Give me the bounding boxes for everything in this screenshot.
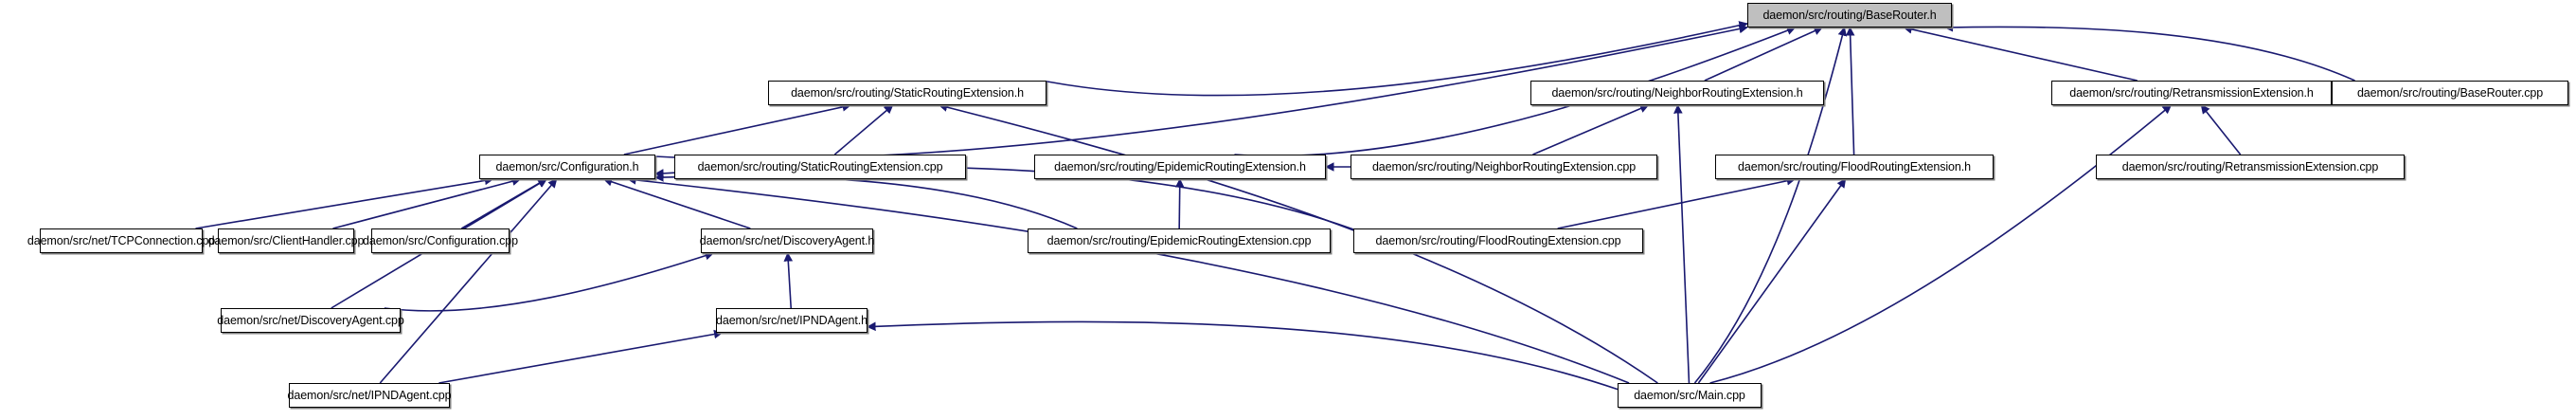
graph-edge-ipndagent-cpp-to-ipndagent-h [438,329,724,384]
graph-node-label: daemon/src/routing/RetransmissionExtensi… [2069,85,2314,100]
graph-node-label: daemon/src/routing/FloodRoutingExtension… [1738,159,1971,173]
graph-node-label: daemon/src/net/IPNDAgent.h [716,313,868,327]
graph-node-label: daemon/src/routing/FloodRoutingExtension… [1375,233,1621,247]
graph-edge-neighborrouting-cpp-to-neighborrouting-h [1532,103,1650,155]
graph-node-label: daemon/src/routing/StaticRoutingExtensio… [791,85,1024,100]
graph-node-label: daemon/src/net/TCPConnection.cpp [27,233,216,247]
graph-edge-configuration-h-to-staticrouting-h [623,102,852,155]
graph-node-label: daemon/src/routing/BaseRouter.h [1762,8,1937,22]
graph-node-label: daemon/src/net/DiscoveryAgent.h [699,233,875,247]
graph-node-label: daemon/src/Main.cpp [1634,388,1745,402]
graph-edge-tcpconnection-cpp-to-configuration-h [195,175,494,229]
graph-node-floodrouting-h[interactable]: daemon/src/routing/FloodRoutingExtension… [1715,155,1994,179]
graph-node-main-cpp[interactable]: daemon/src/Main.cpp [1618,383,1762,408]
graph-node-configuration-cpp[interactable]: daemon/src/Configuration.cpp [363,228,518,253]
graph-node-configuration-h[interactable]: daemon/src/Configuration.h [479,155,655,179]
graph-node-retransmission-h[interactable]: daemon/src/routing/RetransmissionExtensi… [2051,81,2332,105]
graph-node-label: daemon/src/routing/BaseRouter.cpp [2356,85,2544,100]
graph-node-retransmission-cpp[interactable]: daemon/src/routing/RetransmissionExtensi… [2096,155,2405,179]
graph-node-label: daemon/src/routing/NeighborRoutingExtens… [1371,159,1637,173]
graph-edge-main-cpp-to-neighborrouting-h [1673,104,1690,384]
graph-node-label: daemon/src/net/DiscoveryAgent.cpp [217,313,404,327]
graph-node-epidemicrouting-h[interactable]: daemon/src/routing/EpidemicRoutingExtens… [1034,155,1326,179]
graph-node-staticrouting-h[interactable]: daemon/src/routing/StaticRoutingExtensio… [768,81,1046,105]
graph-node-floodrouting-cpp[interactable]: daemon/src/routing/FloodRoutingExtension… [1353,228,1643,253]
graph-node-baserouter-cpp[interactable]: daemon/src/routing/BaseRouter.cpp [2332,81,2568,105]
graph-edge-epidemicrouting-cpp-to-epidemicrouting-h [1174,178,1185,229]
graph-edge-main-cpp-to-retransmission-h [1709,104,2173,384]
graph-edge-discoveryagent-cpp-to-discoveryagent-h [384,251,715,312]
graph-node-label: daemon/src/net/IPNDAgent.cpp [287,388,452,402]
graph-edge-epidemicrouting-cpp-to-configuration-h [654,173,1078,229]
graph-node-staticrouting-cpp[interactable]: daemon/src/routing/StaticRoutingExtensio… [674,155,966,179]
graph-edge-baserouter-cpp-to-baserouter-h [1943,23,2355,82]
graph-node-discoveryagent-cpp[interactable]: daemon/src/net/DiscoveryAgent.cpp [217,308,404,333]
graph-edge-ipndagent-h-to-discoveryagent-h [783,252,794,309]
graph-edge-neighborrouting-h-to-baserouter-h [1704,27,1824,82]
graph-edge-staticrouting-cpp-to-staticrouting-h [833,104,894,155]
graph-node-epidemicrouting-cpp[interactable]: daemon/src/routing/EpidemicRoutingExtens… [1028,228,1331,253]
graph-node-ipndagent-cpp[interactable]: daemon/src/net/IPNDAgent.cpp [288,383,452,408]
graph-node-label: daemon/src/Configuration.cpp [363,233,518,247]
graph-edge-discoveryagent-h-to-configuration-h [602,177,751,229]
graph-edge-configuration-cpp-to-configuration-h [460,178,547,229]
graph-node-label: daemon/src/routing/EpidemicRoutingExtens… [1054,159,1306,173]
graph-edge-ipndagent-cpp-to-configuration-h [379,178,558,384]
graph-edge-floodrouting-cpp-to-floodrouting-h [1557,176,1797,229]
graph-edge-retransmission-cpp-to-retransmission-h [2200,104,2242,155]
graph-node-label: daemon/src/ClientHandler.cpp [207,233,365,247]
graph-node-neighborrouting-cpp[interactable]: daemon/src/routing/NeighborRoutingExtens… [1351,155,1657,179]
graph-edge-main-cpp-to-floodrouting-h [1697,178,1847,384]
graph-node-label: daemon/src/Configuration.h [495,159,639,173]
graph-node-ipndagent-h[interactable]: daemon/src/net/IPNDAgent.h [716,308,868,333]
graph-node-discoveryagent-h[interactable]: daemon/src/net/DiscoveryAgent.h [700,228,874,253]
graph-node-tcpconnection-cpp[interactable]: daemon/src/net/TCPConnection.cpp [27,228,215,253]
graph-node-neighborrouting-h[interactable]: daemon/src/routing/NeighborRoutingExtens… [1530,81,1824,105]
graph-edge-clienthandler-cpp-to-configuration-h [332,176,522,229]
graph-edge-retransmission-h-to-baserouter-h [1903,25,2138,82]
graph-node-label: daemon/src/routing/EpidemicRoutingExtens… [1046,233,1312,247]
graph-node-label: daemon/src/routing/StaticRoutingExtensio… [697,159,943,173]
graph-node-label: daemon/src/routing/RetransmissionExtensi… [2121,159,2379,173]
graph-node-label: daemon/src/routing/NeighborRoutingExtens… [1551,85,1803,100]
graph-node-clienthandler-cpp[interactable]: daemon/src/ClientHandler.cpp [208,228,364,253]
graph-edge-floodrouting-h-to-baserouter-h [1845,27,1855,155]
graph-node-baserouter-h[interactable]: daemon/src/routing/BaseRouter.h [1747,3,1952,27]
graph-edge-main-cpp-to-ipndagent-h [867,320,1619,391]
graph-edge-main-cpp-to-configuration-h [626,175,1630,384]
